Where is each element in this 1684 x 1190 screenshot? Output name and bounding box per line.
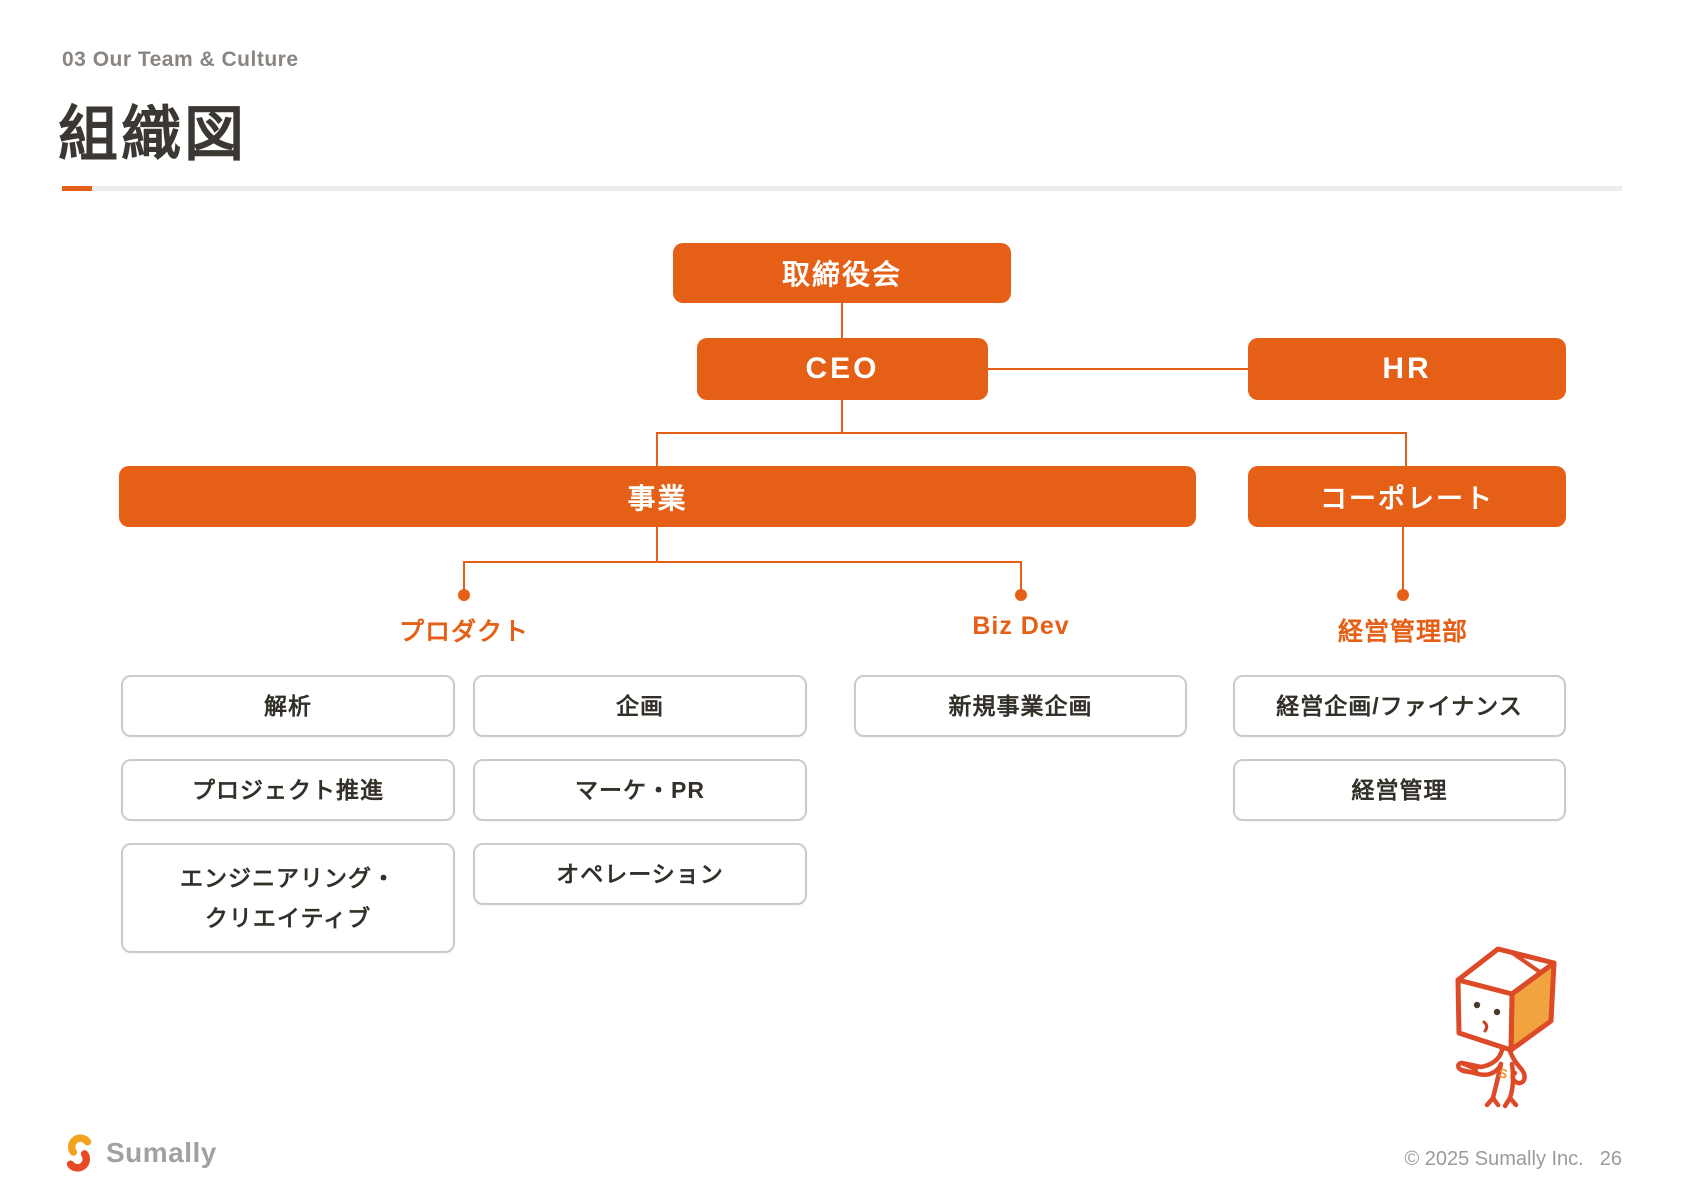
org-node-hr: HR [1248,338,1566,400]
org-node-business: 事業 [119,466,1196,527]
org-node-ceo: CEO [697,338,988,400]
connector-to-business [656,432,658,466]
team-box-project-management: プロジェクト推進 [121,759,455,821]
divider-line [62,186,1622,191]
connector-board-ceo [841,303,843,338]
copyright-text: © 2025 Sumally Inc. [1404,1148,1584,1170]
branch-label-product: プロダクト [398,618,529,646]
connector-branch-horizontal [463,561,1021,563]
team-box-new-business: 新規事業企画 [854,675,1187,737]
connector-ceo-down [841,400,843,432]
connector-level2-horizontal [656,432,1407,434]
connector-to-corporate [1405,432,1407,466]
branch-dot-bizdev [1015,589,1027,601]
footer-copyright: © 2025 Sumally Inc. 26 [1404,1148,1622,1171]
team-box-planning: 企画 [473,675,807,737]
org-node-corporate: コーポレート [1248,466,1566,527]
team-box-corp-planning-finance: 経営企画/ファイナンス [1233,675,1566,737]
branch-dot-product [458,589,470,601]
connector-ceo-hr [988,368,1249,370]
branch-dot-admin [1397,589,1409,601]
branch-label-admin: 経営管理部 [1337,618,1468,646]
team-box-analytics: 解析 [121,675,455,737]
page-number: 26 [1599,1148,1622,1170]
mascot-eye-left [1473,1001,1481,1009]
connector-corporate-down [1402,527,1404,591]
mascot-box-character: S [1455,946,1557,1109]
divider-accent [62,186,92,191]
team-box-operation: オペレーション [473,843,807,905]
mascot-eye-right [1493,1008,1501,1016]
team-box-engineering-creative: エンジニアリング・ クリエイティブ [121,843,455,953]
mascot-chest-logo: S [1497,1065,1509,1082]
connector-to-bizdev [1020,561,1022,591]
page-title: 組織図 [58,101,247,168]
org-node-board: 取締役会 [673,243,1011,303]
connector-to-product [463,561,465,591]
connector-business-down [656,527,658,561]
team-box-marketing-pr: マーケ・PR [473,759,807,821]
footer-brand: Sumally [64,1132,217,1174]
sumally-logo-icon [66,1134,92,1172]
team-box-corp-management: 経営管理 [1233,759,1566,821]
footer-brand-name: Sumally [106,1137,217,1168]
mascot-mouth [1482,1020,1489,1033]
branch-label-bizdev: Biz Dev [972,612,1070,640]
team-box-engineering-creative-line2: クリエイティブ [204,905,372,931]
team-box-engineering-creative-line1: エンジニアリング・ [180,865,396,891]
section-label: 03 Our Team & Culture [62,48,299,71]
